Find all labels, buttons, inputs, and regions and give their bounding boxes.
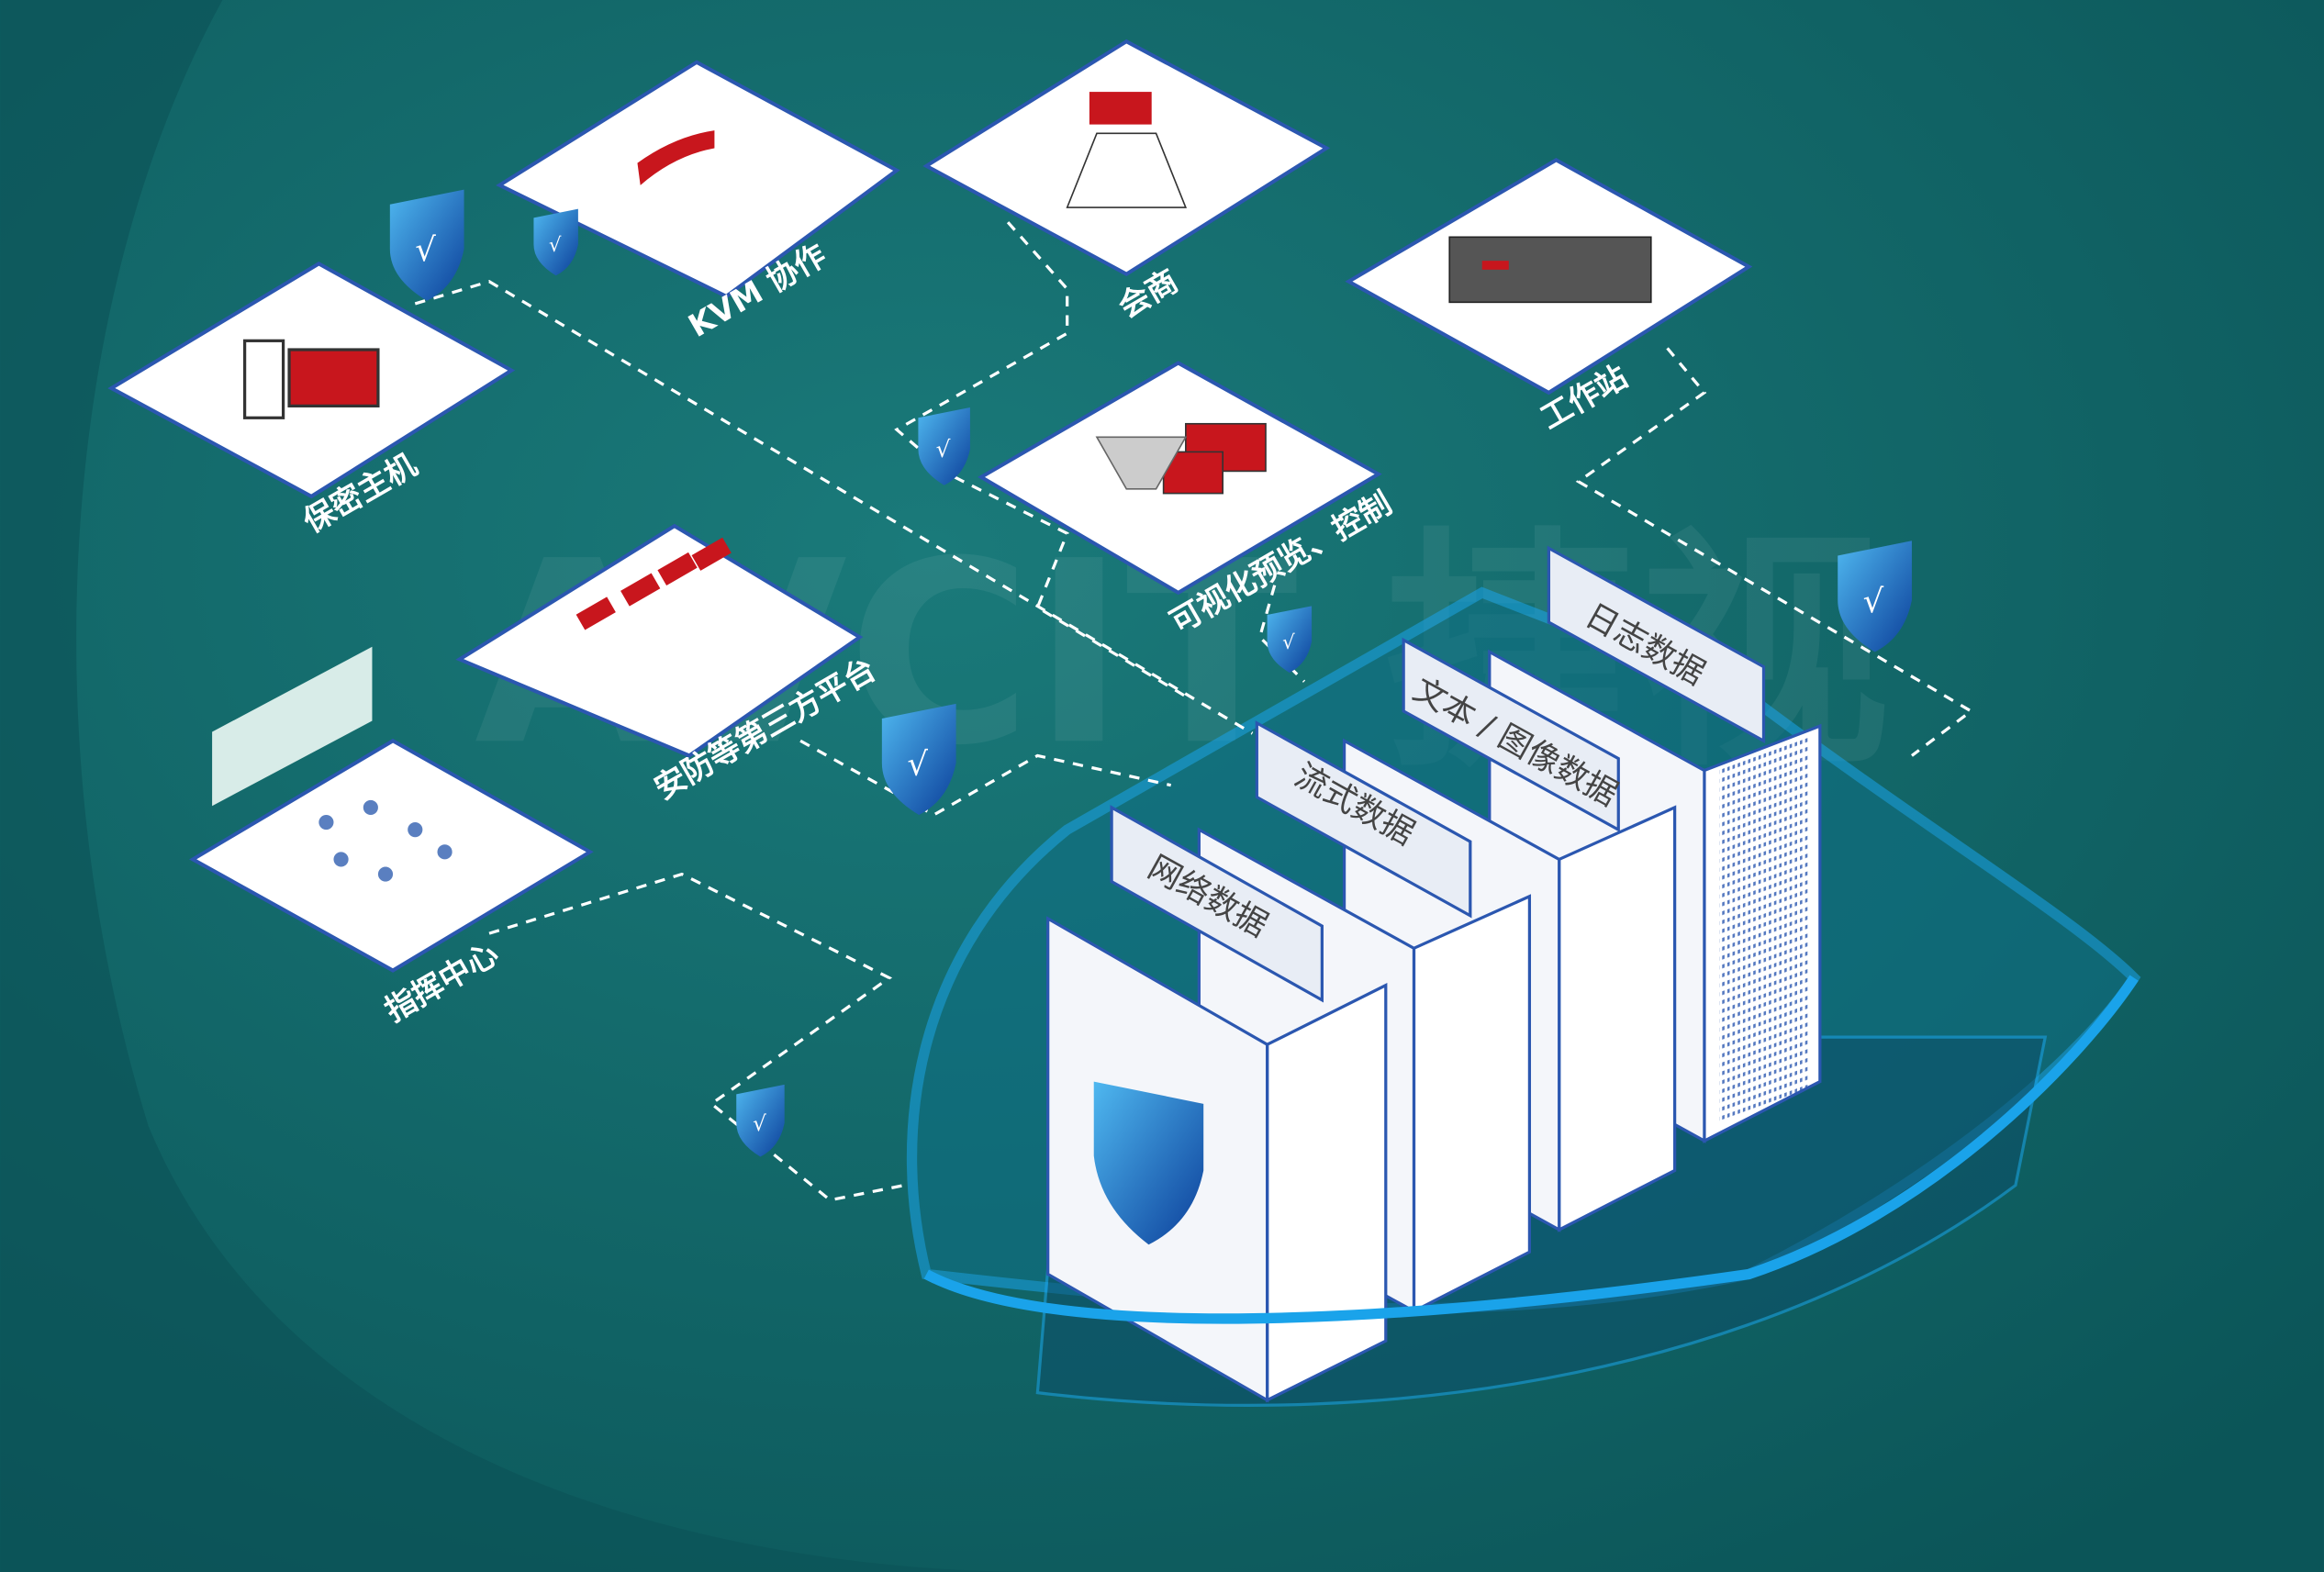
svg-text:√: √	[415, 231, 436, 269]
connection-lines	[414, 221, 1974, 1202]
camera-icons	[575, 537, 732, 630]
svg-text:√: √	[549, 234, 562, 257]
svg-text:√: √	[1863, 583, 1884, 620]
monitor-icon	[287, 348, 380, 407]
meeting-table-icon	[1066, 132, 1188, 208]
screen-icon	[1089, 92, 1152, 125]
shield-outline-front	[923, 975, 2139, 1324]
curved-monitor-icon	[637, 130, 715, 185]
node-workstation[interactable]: 工作站	[1345, 158, 1753, 436]
background-swirl	[0, 0, 1038, 1572]
large-shield-icon	[1093, 1081, 1204, 1245]
rack-server-icon	[1448, 236, 1652, 304]
pc-tower-icon	[243, 339, 285, 419]
operators-icon	[318, 799, 453, 882]
server-network-data: 网络数据	[1046, 805, 1388, 1403]
svg-text:√: √	[753, 1112, 766, 1136]
svg-text:√: √	[1282, 631, 1295, 654]
shield-check-icons: √ √ √ √ √ √ √	[389, 189, 1912, 1157]
lamp-icon	[1095, 436, 1188, 490]
svg-text:√: √	[907, 745, 928, 783]
node-consult[interactable]: 会商	[922, 39, 1331, 325]
video-wall-icon	[212, 646, 373, 807]
svg-text:√: √	[936, 436, 951, 463]
led-icon	[1481, 261, 1509, 270]
